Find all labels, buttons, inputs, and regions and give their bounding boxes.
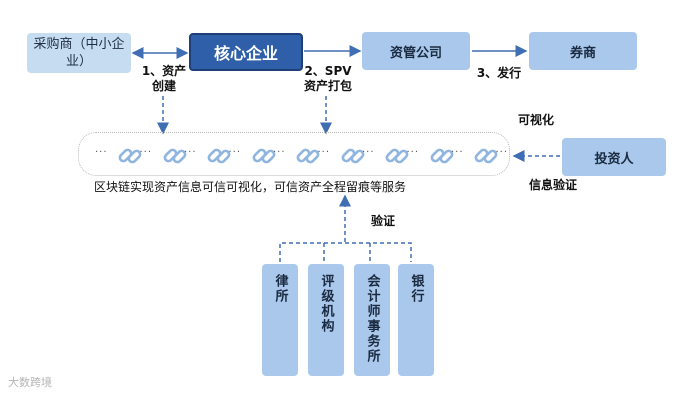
chain-link-icon <box>163 148 186 164</box>
chain-link-icon <box>430 148 453 164</box>
chain-dots: ··· <box>228 147 242 158</box>
chain-dots: ··· <box>451 147 464 158</box>
label-step1: 1、资产 创建 <box>141 64 187 93</box>
chain-dots: ··· <box>273 147 286 158</box>
node-purchaser: 采购商（中小企业） <box>27 33 131 73</box>
verifier-law-firm: 律所 <box>262 264 298 376</box>
label-step2: 2、SPV 资产打包 <box>303 64 352 93</box>
label-info-verify: 信息验证 <box>528 178 577 192</box>
chain-dots: ··· <box>317 147 331 158</box>
chain-dots: ··· <box>362 147 375 158</box>
chain-link-icon <box>385 148 409 164</box>
verifier-accounting-firm: 会计师事务所 <box>354 264 390 376</box>
label-verify: 验证 <box>370 214 395 228</box>
chain-link-icon <box>474 148 498 164</box>
chain-dots: ··· <box>95 147 108 158</box>
chain-dots: ··· <box>406 147 420 158</box>
verifier-rating-agency: 评级机构 <box>308 264 344 376</box>
node-broker: 券商 <box>529 32 637 70</box>
verifier-bank: 银行 <box>398 264 434 376</box>
chain-link-icon <box>296 148 320 164</box>
chain-link-icon <box>207 148 231 164</box>
chain-dots: ··· <box>139 147 153 158</box>
watermark: 大数跨境 <box>8 376 52 389</box>
chain-link-icon <box>252 148 275 164</box>
blockchain-strip: ··· ··· ··· ··· ··· ··· ··· ··· ··· ··· <box>78 132 510 176</box>
node-investor: 投资人 <box>562 138 666 176</box>
chain-link-icon <box>341 148 364 164</box>
blockchain-caption: 区块链实现资产信息可信可视化，可信资产全程留痕等服务 <box>94 180 407 194</box>
label-visualize: 可视化 <box>517 113 554 127</box>
node-asset-mgmt: 资管公司 <box>362 32 470 70</box>
chain-link-icon <box>118 148 142 164</box>
chain-dots: ··· <box>184 147 197 158</box>
verifier-bracket <box>279 242 412 262</box>
label-step3: 3、发行 <box>476 66 522 80</box>
node-core-enterprise: 核心企业 <box>189 33 303 71</box>
chain-dots: ··· <box>495 147 509 158</box>
